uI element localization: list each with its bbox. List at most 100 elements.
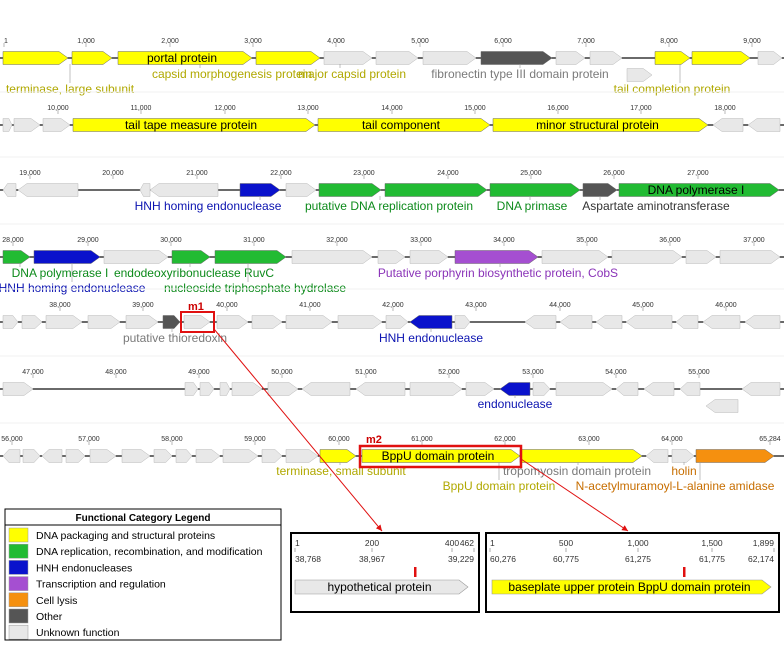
gene-arrow[interactable]	[454, 315, 471, 329]
gene-arrow[interactable]	[685, 250, 717, 264]
gene-arrow[interactable]	[139, 183, 151, 197]
gene-arrow[interactable]	[2, 449, 21, 463]
gene-arrow[interactable]	[22, 449, 41, 463]
gene-arrow[interactable]	[385, 315, 409, 329]
gene-arrow[interactable]	[171, 250, 211, 264]
gene-arrow[interactable]	[2, 183, 17, 197]
gene-arrow[interactable]	[422, 51, 477, 65]
gene-arrow[interactable]	[17, 183, 79, 197]
gene-arrow[interactable]	[21, 315, 43, 329]
gene-arrow[interactable]	[654, 51, 691, 65]
gene-arrow[interactable]	[499, 382, 531, 396]
gene-arrow[interactable]	[41, 449, 63, 463]
gene-arrow[interactable]	[2, 51, 69, 65]
gene-arrow[interactable]	[489, 183, 581, 197]
gene-arrow[interactable]	[555, 382, 613, 396]
gene-arrow[interactable]	[532, 382, 551, 396]
gene-arrow[interactable]	[671, 449, 695, 463]
gene-arrow[interactable]	[705, 399, 739, 413]
gene-arrow[interactable]	[615, 382, 639, 396]
gene-arrow[interactable]	[13, 118, 41, 132]
gene-arrow[interactable]	[285, 183, 317, 197]
gene-arrow[interactable]	[323, 51, 373, 65]
gene-arrow[interactable]	[712, 118, 744, 132]
gene-arrow[interactable]	[611, 250, 683, 264]
gene-arrow[interactable]	[626, 68, 653, 82]
gene-arrow[interactable]	[285, 315, 333, 329]
gene-arrow[interactable]	[625, 315, 673, 329]
gene-arrow[interactable]	[45, 315, 83, 329]
gene-arrow[interactable]	[239, 183, 281, 197]
gene-arrow[interactable]	[741, 382, 781, 396]
gene-arrow[interactable]	[251, 315, 283, 329]
gene-arrow[interactable]	[2, 315, 19, 329]
gene-arrow[interactable]	[42, 118, 71, 132]
zoom-gene-arrow[interactable]	[491, 579, 772, 595]
gene-arrow[interactable]	[214, 250, 287, 264]
gene-arrow[interactable]	[747, 118, 781, 132]
m1-highlight-box[interactable]	[180, 311, 215, 333]
gene-arrow[interactable]	[645, 449, 669, 463]
gene-arrow[interactable]	[103, 250, 169, 264]
gene-arrow[interactable]	[184, 382, 199, 396]
gene-arrow[interactable]	[291, 250, 373, 264]
gene-arrow[interactable]	[337, 315, 383, 329]
gene-arrow[interactable]	[87, 315, 121, 329]
gene-arrow[interactable]	[2, 250, 31, 264]
gene-arrow[interactable]	[679, 382, 701, 396]
gene-arrow[interactable]	[318, 183, 382, 197]
gene-arrow[interactable]	[222, 449, 259, 463]
gene-arrow[interactable]	[195, 449, 221, 463]
gene-arrow[interactable]	[541, 250, 609, 264]
gene-arrow[interactable]	[125, 315, 159, 329]
gene-arrow[interactable]	[675, 315, 699, 329]
zoom-gene-arrow[interactable]	[294, 579, 469, 595]
gene-arrow[interactable]	[361, 449, 521, 463]
gene-arrow[interactable]	[465, 382, 495, 396]
gene-arrow[interactable]	[492, 118, 709, 132]
gene-arrow[interactable]	[2, 382, 34, 396]
gene-arrow[interactable]	[384, 183, 488, 197]
gene-arrow[interactable]	[162, 315, 181, 329]
gene-arrow[interactable]	[267, 382, 299, 396]
gene-arrow[interactable]	[519, 449, 643, 463]
gene-arrow[interactable]	[285, 449, 319, 463]
gene-arrow[interactable]	[589, 51, 623, 65]
gene-arrow[interactable]	[375, 51, 419, 65]
gene-arrow[interactable]	[261, 449, 283, 463]
gene-arrow[interactable]	[757, 51, 783, 65]
gene-arrow[interactable]	[71, 51, 113, 65]
gene-arrow[interactable]	[199, 382, 215, 396]
gene-arrow[interactable]	[149, 183, 219, 197]
gene-arrow[interactable]	[555, 51, 586, 65]
gene-arrow[interactable]	[153, 449, 173, 463]
gene-arrow[interactable]	[301, 382, 351, 396]
gene-arrow[interactable]	[2, 118, 13, 132]
gene-arrow[interactable]	[409, 315, 453, 329]
gene-arrow[interactable]	[643, 382, 675, 396]
gene-arrow[interactable]	[65, 449, 86, 463]
gene-arrow[interactable]	[175, 449, 193, 463]
gene-arrow[interactable]	[409, 382, 463, 396]
gene-arrow[interactable]	[317, 118, 491, 132]
gene-arrow[interactable]	[121, 449, 151, 463]
gene-arrow[interactable]	[582, 183, 618, 197]
gene-arrow[interactable]	[231, 382, 263, 396]
gene-arrow[interactable]	[377, 250, 406, 264]
gene-arrow[interactable]	[183, 315, 211, 329]
gene-arrow[interactable]	[89, 449, 117, 463]
gene-arrow[interactable]	[695, 449, 775, 463]
gene-arrow[interactable]	[480, 51, 553, 65]
gene-arrow[interactable]	[319, 449, 357, 463]
gene-arrow[interactable]	[719, 250, 781, 264]
gene-arrow[interactable]	[355, 382, 406, 396]
gene-arrow[interactable]	[691, 51, 751, 65]
gene-arrow[interactable]	[72, 118, 316, 132]
gene-arrow[interactable]	[454, 250, 539, 264]
gene-arrow[interactable]	[33, 250, 101, 264]
gene-arrow[interactable]	[219, 382, 231, 396]
gene-arrow[interactable]	[744, 315, 781, 329]
gene-arrow[interactable]	[216, 315, 249, 329]
gene-arrow[interactable]	[702, 315, 741, 329]
gene-arrow[interactable]	[117, 51, 253, 65]
